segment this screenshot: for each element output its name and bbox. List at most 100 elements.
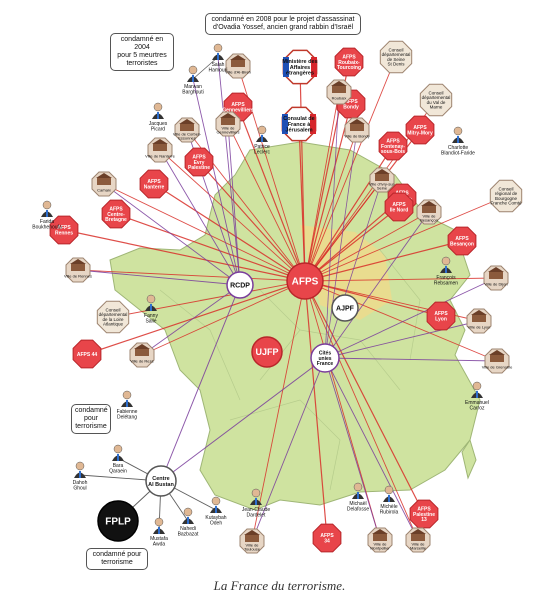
townhall-icon: [373, 534, 387, 541]
connection-line: [141, 280, 306, 356]
cites-unies-hub-shape: [310, 343, 340, 373]
ujfp-hub-shape: [251, 336, 283, 368]
connection-line: [304, 129, 358, 282]
centre-al-bustan-hub-shape: [145, 465, 177, 497]
townhall-roof-icon: [70, 259, 86, 264]
sash-icon: [217, 53, 219, 60]
townhall-icon: [489, 272, 503, 279]
sash-icon: [46, 210, 48, 217]
person-head-icon: [183, 507, 193, 517]
flag-blue-icon: [283, 57, 289, 77]
townhall-roof-icon: [349, 119, 365, 124]
afps-hub-shape: [286, 262, 324, 300]
town-node-label: Ville de Nanterre: [145, 153, 175, 158]
townhall-roof-icon: [179, 119, 195, 124]
connection-line: [63, 229, 306, 282]
town-node-label: Ville de Dijon: [484, 281, 507, 286]
fplp-hub-shape: [97, 500, 139, 542]
afps-node-shape: [384, 192, 414, 222]
person-head-icon: [353, 482, 363, 492]
corsica-map: [461, 438, 477, 480]
connection-line: [298, 123, 306, 282]
person-head-icon: [384, 485, 394, 495]
afps-node-shape: [49, 215, 79, 245]
connection-line: [159, 149, 306, 282]
connection-line: [304, 280, 442, 317]
department-border: [159, 289, 241, 401]
rcdp-hub-shape: [226, 271, 254, 299]
connection-line: [115, 213, 306, 282]
person-head-icon: [113, 444, 123, 454]
sash-icon: [215, 506, 217, 513]
connection-line: [237, 106, 306, 282]
connection-line: [324, 357, 381, 541]
connection-line: [304, 280, 425, 515]
connection-line: [324, 320, 480, 359]
terror1-note-bubble: condamné pour terrorisme: [71, 404, 111, 434]
townhall-roof-icon: [230, 55, 246, 60]
connection-line: [304, 211, 430, 282]
person-head-icon: [188, 65, 198, 75]
afps-node-shape: [184, 147, 214, 177]
townhall-icon: [97, 178, 111, 185]
town-node-label: Carhaix: [97, 187, 111, 192]
connection-line: [324, 357, 498, 362]
person-head-icon: [146, 294, 156, 304]
townhall-icon: [472, 315, 486, 322]
afps-node-shape: [447, 226, 477, 256]
afps-hub-label: AFPS: [292, 277, 319, 288]
afps-node-shape: [312, 523, 342, 553]
person-head-icon: [42, 200, 52, 210]
connection-line: [160, 284, 241, 482]
connection-line: [77, 269, 241, 286]
connection-line: [304, 91, 340, 282]
fplp-hub-label: FPLP: [105, 517, 131, 528]
sash-icon: [261, 135, 263, 142]
ajpf-hub-shape: [331, 294, 359, 322]
council-node-shape: [379, 40, 413, 74]
council-node-shape: [419, 83, 453, 117]
figure-caption: La France du terrorisme.: [213, 578, 346, 593]
person-head-icon: [122, 390, 132, 400]
connection-line: [324, 129, 358, 359]
france-map: [109, 141, 481, 511]
connection-line: [304, 56, 397, 282]
sash-icon: [187, 517, 189, 524]
townhall-roof-icon: [220, 113, 236, 118]
connection-line: [304, 206, 400, 282]
town-node-label: Ville d'Al-Bireh: [225, 69, 251, 74]
townhall-roof-icon: [331, 81, 347, 86]
connection-line: [304, 280, 328, 539]
afps-node-shape: [409, 499, 439, 529]
connection-line: [324, 357, 419, 541]
connection-line: [304, 195, 507, 282]
sash-icon: [457, 136, 459, 143]
department-border: [229, 399, 341, 491]
townhall-roof-icon: [372, 529, 388, 534]
